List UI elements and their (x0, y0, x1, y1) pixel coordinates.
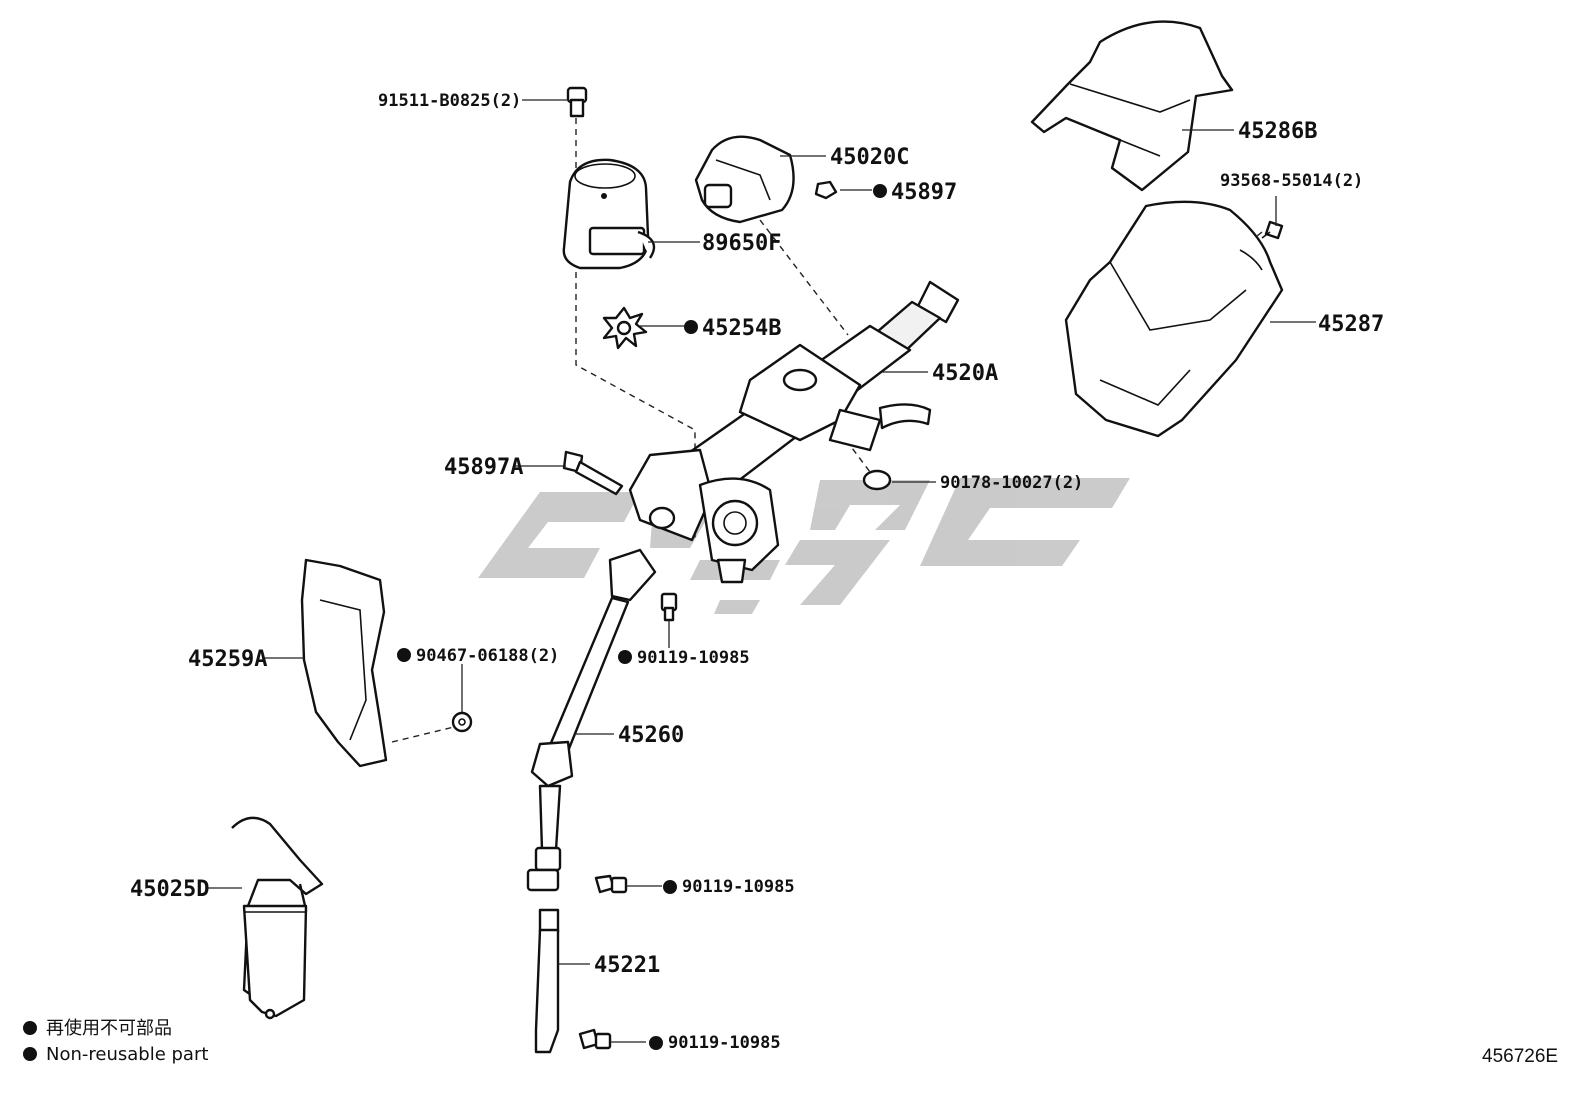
legend: 再使用不可部品 Non-reusable part (23, 1018, 208, 1065)
shaft-45221-icon (534, 908, 560, 1054)
legend-bullet-en (23, 1047, 37, 1061)
clip-45897-icon (814, 180, 838, 200)
legend-en: Non-reusable part (46, 1044, 208, 1065)
bolt-45897a-icon (562, 450, 624, 496)
bolt-90119-middle-icon (594, 874, 628, 894)
label-90119-upper: 90119-10985 (637, 648, 750, 668)
label-45897a: 45897A (444, 455, 523, 480)
label-90467: 90467-06188(2) (416, 646, 559, 666)
star-washer-45254b-icon (602, 306, 648, 350)
label-90119-middle: 90119-10985 (682, 877, 795, 897)
label-45287: 45287 (1318, 312, 1384, 337)
label-45259a: 45259A (188, 647, 267, 672)
leader-lines (206, 99, 1316, 1043)
label-45025d: 45025D (130, 877, 209, 902)
nut-90178-icon (862, 469, 892, 491)
label-45221: 45221 (594, 953, 660, 978)
washer-90467-icon (451, 711, 473, 733)
label-91511: 91511-B0825(2) (378, 91, 521, 111)
label-45020c: 45020C (830, 145, 909, 170)
part-labels: 91511-B0825(2) 45020C 45897 89650F 45254… (130, 91, 1384, 1053)
label-4520a: 4520A (932, 361, 998, 386)
label-45897: 45897 (891, 180, 957, 205)
diagram-code: 456726E (1482, 1046, 1558, 1067)
label-45254b: 45254B (702, 316, 781, 341)
bracket-45259a-icon (300, 558, 388, 768)
label-45286b: 45286B (1238, 119, 1317, 144)
bolt-90119-lower-icon (578, 1028, 612, 1050)
label-45260: 45260 (618, 723, 684, 748)
label-89650f: 89650F (702, 231, 781, 256)
steering-column-4520a-icon (628, 280, 960, 584)
lower-cover-45287-icon (1064, 200, 1284, 438)
watermark-logo (478, 478, 1130, 614)
legend-bullet-jp (23, 1021, 37, 1035)
label-93568: 93568-55014(2) (1220, 171, 1363, 191)
legend-jp: 再使用不可部品 (46, 1018, 172, 1039)
boot-45025d-icon (231, 816, 324, 1020)
bolt-90119-upper-icon (660, 592, 678, 622)
intermediate-shaft-45260-icon (526, 548, 657, 892)
bolt-91511-icon (566, 86, 588, 118)
motor-89650f-icon (562, 158, 656, 270)
upper-cover-45286b-icon (1030, 20, 1234, 192)
label-90178: 90178-10027(2) (940, 473, 1083, 493)
sensor-45020c-icon (694, 135, 795, 224)
label-90119-lower: 90119-10985 (668, 1033, 781, 1053)
non-reusable-markers (397, 184, 887, 1050)
screw-93568-icon (1261, 220, 1284, 240)
